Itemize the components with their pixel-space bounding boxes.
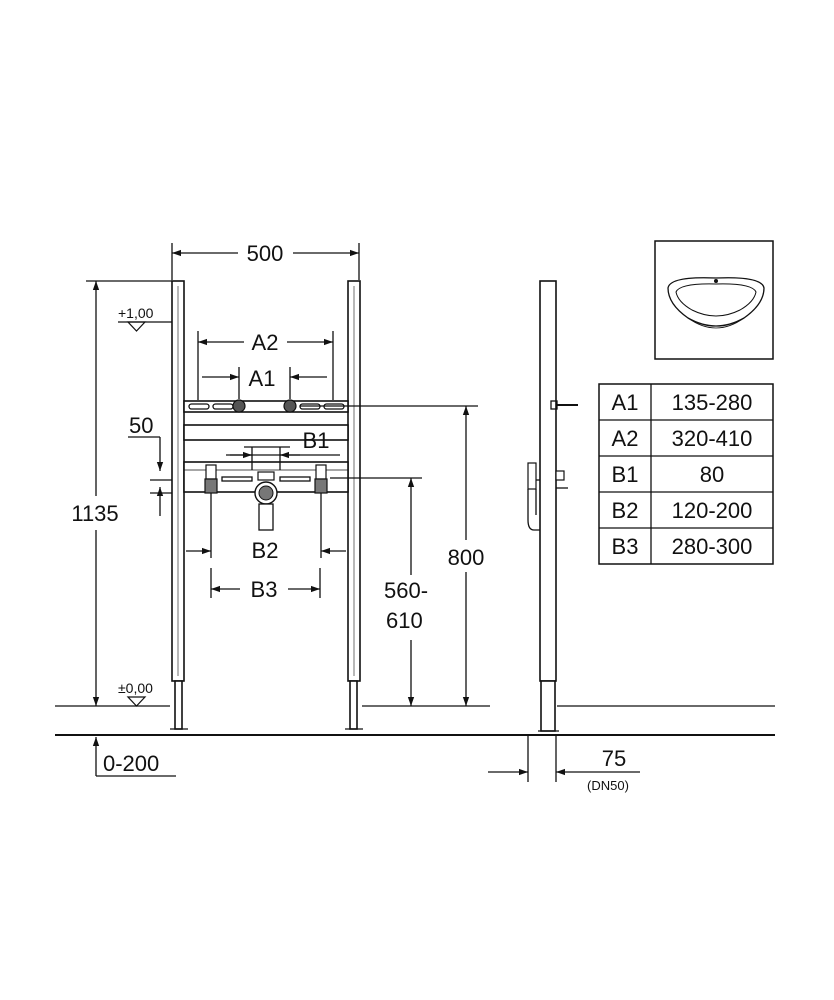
- side-drain-fitting: [527, 462, 568, 531]
- width-dimension: 500: [247, 241, 284, 266]
- height-800-label: 800: [448, 545, 485, 570]
- middle-rail: [183, 424, 349, 441]
- fixing-bolt-right: [283, 399, 297, 413]
- table-key: B2: [612, 498, 639, 523]
- table-key: A2: [612, 426, 639, 451]
- dim-b2-label: B2: [252, 538, 279, 563]
- height-dimension: 1135: [71, 501, 118, 526]
- fixing-bolt-left: [232, 399, 246, 413]
- side-view: 75 (DN50): [488, 280, 775, 793]
- supply-valve-right: [314, 464, 328, 500]
- dim-a1-label: A1: [249, 366, 276, 391]
- table-value: 280-300: [672, 534, 753, 559]
- offset-50-label: 50: [129, 413, 153, 438]
- frame-left-post: [170, 280, 188, 730]
- dim-b3-label: B3: [251, 577, 278, 602]
- dim-a2-label: A2: [252, 330, 279, 355]
- height-560-line1: 560-: [384, 578, 428, 603]
- dimension-table: A1 135-280 A2 320-410 B1 80 B2 120-200 B…: [598, 383, 774, 565]
- washbasin-thumbnail: [654, 240, 774, 360]
- level-bottom-label: ±0,00: [118, 680, 153, 696]
- side-post: [539, 280, 557, 682]
- depth-dimension: 75: [602, 746, 626, 771]
- top-mounting-rail: [183, 399, 349, 413]
- table-key: A1: [612, 390, 639, 415]
- washbasin-icon: [667, 277, 765, 329]
- level-top-label: +1,00: [118, 305, 154, 321]
- table-key: B3: [612, 534, 639, 559]
- table-value: 135-280: [672, 390, 753, 415]
- pipe-size-label: (DN50): [587, 778, 629, 793]
- table-key: B1: [612, 462, 639, 487]
- height-560-line2: 610: [386, 608, 423, 633]
- table-value: 120-200: [672, 498, 753, 523]
- table-value: 320-410: [672, 426, 753, 451]
- table-value: 80: [700, 462, 724, 487]
- drain-outlet: [254, 471, 278, 531]
- floor-adjust-label: 0-200: [103, 751, 159, 776]
- dim-b1-label: B1: [303, 428, 330, 453]
- front-view: 500 1135 +1,00 ±0,00 A2 A1 50: [55, 241, 775, 777]
- frame-right-post: [345, 280, 363, 730]
- supply-valve-left: [204, 464, 218, 500]
